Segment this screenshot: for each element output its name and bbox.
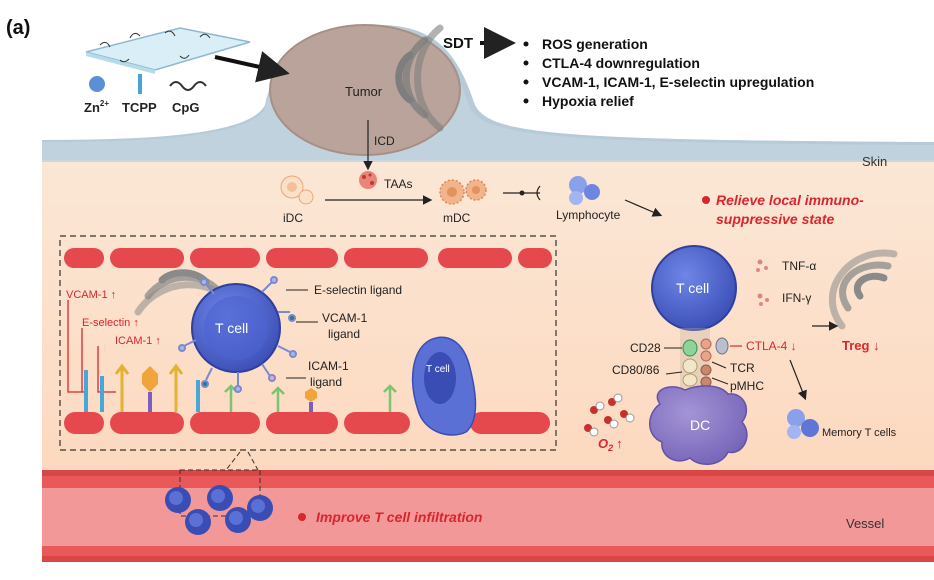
idc-cell — [280, 175, 314, 205]
inset-top-wall — [64, 248, 552, 268]
legend-tcpp-label: TCPP — [122, 100, 157, 115]
right-tcell-label: T cell — [676, 280, 709, 296]
tcell-ligands — [178, 276, 297, 393]
lymphocyte-cells — [569, 176, 600, 205]
headline-bottom-bullet — [298, 513, 306, 521]
vcam-ligand-label-1: VCAM-1 — [322, 311, 368, 325]
inset-tcell-main-label: T cell — [215, 320, 248, 336]
ifn-label: IFN-γ — [782, 291, 811, 305]
inset-bottom-wall — [64, 412, 550, 434]
tnf-dots — [756, 259, 768, 272]
icam-up-label: ICAM-1 ↑ — [115, 335, 161, 347]
skin-top — [42, 30, 934, 162]
memory-label: Memory T cells — [822, 427, 897, 439]
icd-label: ICD — [374, 134, 395, 148]
headline-right-bullet — [702, 196, 710, 204]
skin-label: Skin — [862, 154, 887, 169]
lymphocyte-label: Lymphocyte — [556, 208, 621, 222]
right-dc — [649, 385, 748, 465]
upregulation-brackets — [67, 300, 116, 393]
sdt-effect-1: ROS generation — [542, 36, 648, 52]
e-selectin-ligand-label: E-selectin ligand — [314, 283, 402, 297]
endothelial-receptors — [84, 363, 397, 412]
treg-label: Treg ↓ — [842, 338, 880, 353]
memory-arrow — [789, 359, 807, 401]
sdt-effect-2: CTLA-4 downregulation — [542, 55, 700, 71]
sdt-effect-3: VCAM-1, ICAM-1, E-selectin upregulation — [542, 74, 814, 90]
sdt-effect-4: Hypoxia relief — [542, 93, 634, 109]
right-dc-label: DC — [690, 417, 710, 433]
right-tcell — [651, 245, 737, 331]
headline-right-line1: Relieve local immuno- — [716, 192, 864, 208]
tnf-label: TNF-α — [782, 259, 816, 273]
panel-label: (a) — [6, 17, 30, 39]
vessel-tcells — [165, 485, 273, 535]
tcr-label: TCR — [730, 361, 755, 375]
memory-tcells — [787, 409, 819, 439]
o2-molecules — [584, 393, 635, 437]
headline-bottom: Improve T cell infiltration — [316, 509, 482, 525]
ultrasound-waves-right — [828, 249, 898, 330]
vcam-ligand-label-2: ligand — [328, 327, 360, 341]
sdt-label: SDT — [443, 35, 473, 52]
legend-zn-label: Zn2+ — [84, 99, 109, 115]
headline-right-line2: suppressive state — [716, 211, 834, 227]
tcpp-icon — [138, 74, 142, 94]
o2-label: O2↑ — [598, 436, 623, 453]
taas-cluster — [359, 171, 377, 189]
icam-ligand-label-1: ICAM-1 — [308, 359, 349, 373]
ifn-dots — [757, 293, 769, 306]
zn-icon — [89, 76, 105, 92]
legend-cpg-label: CpG — [172, 100, 199, 115]
nanosheet-icon — [85, 27, 251, 74]
ctla4-label: CTLA-4 ↓ — [746, 339, 797, 353]
sdt-effects-list: ROS generation CTLA-4 downregulation VCA… — [523, 36, 814, 109]
synapse-molecules — [682, 337, 729, 388]
inset-tcell-small-label: T cell — [426, 364, 450, 375]
cd80-label: CD80/86 — [612, 363, 660, 377]
pmhc-label: pMHC — [730, 379, 764, 393]
taas-label: TAAs — [384, 177, 412, 191]
inset-box — [59, 235, 557, 451]
tumor-label: Tumor — [345, 84, 383, 99]
cd28-label: CD28 — [630, 341, 661, 355]
cpg-icon — [169, 81, 207, 91]
eselectin-up-label: E-selectin ↑ — [82, 317, 139, 329]
ultrasound-waves-tumor — [395, 24, 444, 132]
idc-label: iDC — [283, 211, 303, 225]
nanosheet-arrow — [214, 51, 290, 83]
mdc-label: mDC — [443, 211, 471, 225]
vcam-up-label: VCAM-1 ↑ — [66, 289, 116, 301]
mdc-cells — [439, 179, 487, 205]
lymph-to-tcell-arrow — [624, 199, 663, 217]
vessel-label: Vessel — [846, 516, 884, 531]
icam-ligand-label-2: ligand — [310, 375, 342, 389]
